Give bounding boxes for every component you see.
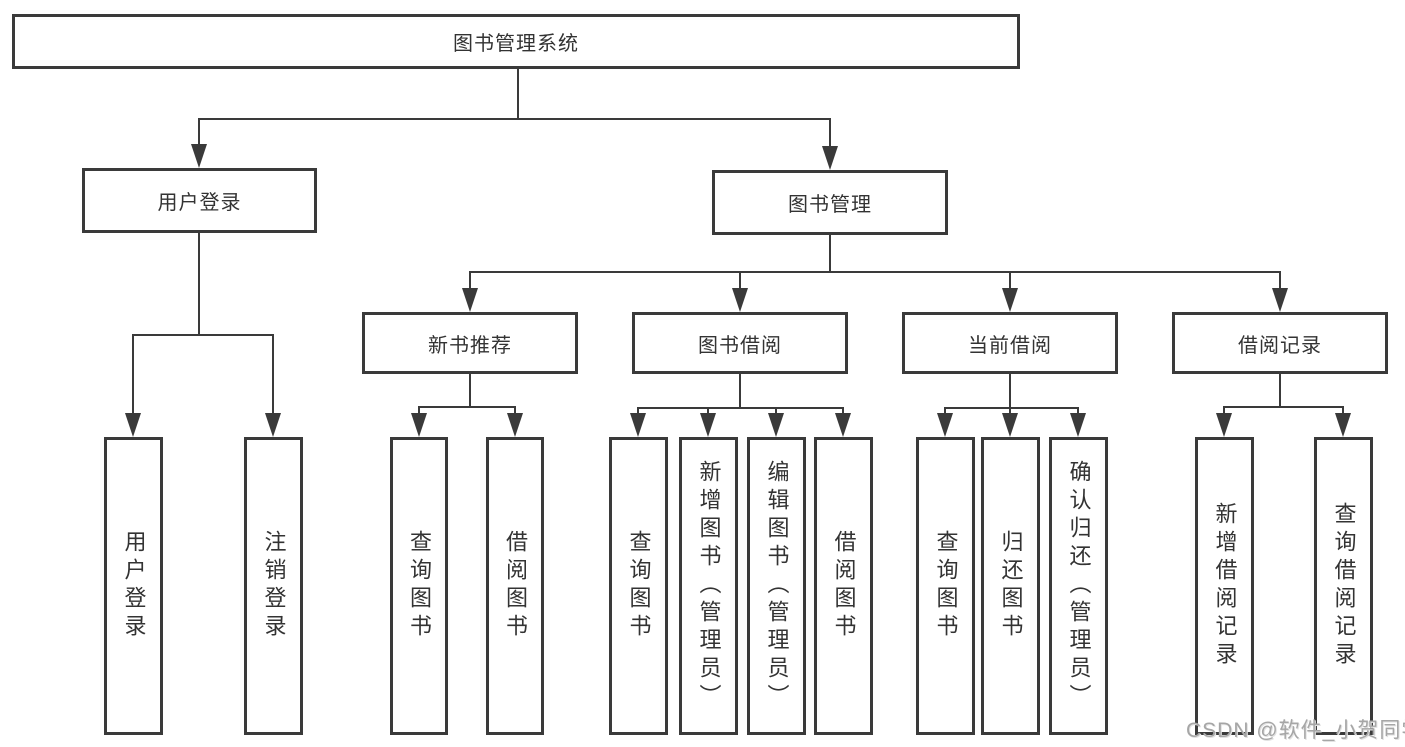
arrowhead-down-icon <box>507 413 523 437</box>
connector-line <box>198 233 200 336</box>
connector-line <box>842 407 844 417</box>
leaf-borrowing-borrow-books: 借阅图书 <box>814 437 873 735</box>
arrowhead-down-icon <box>732 288 748 312</box>
arrowhead-down-icon <box>1335 413 1351 437</box>
connector-line <box>132 334 134 416</box>
connector-line <box>469 271 1281 273</box>
connector-line <box>1009 374 1011 409</box>
leaf-borrowing-add-books-admin: 新增图书（管理员） <box>679 437 738 735</box>
node-borrowing-records: 借阅记录 <box>1172 312 1388 374</box>
leaf-recommend-query-books: 查询图书 <box>390 437 448 735</box>
connector-line <box>514 406 516 418</box>
connector-line <box>707 407 709 417</box>
connector-line <box>469 271 471 291</box>
connector-line <box>418 406 420 418</box>
arrowhead-down-icon <box>630 413 646 437</box>
leaf-current-query-books: 查询图书 <box>916 437 975 735</box>
connector-line <box>637 407 844 409</box>
connector-line <box>944 407 1079 409</box>
arrowhead-down-icon <box>1272 288 1288 312</box>
leaf-add-borrow-record: 新增借阅记录 <box>1195 437 1254 735</box>
node-user-login: 用户登录 <box>82 168 317 233</box>
arrowhead-down-icon <box>1002 288 1018 312</box>
leaf-query-borrow-record: 查询借阅记录 <box>1314 437 1373 735</box>
leaf-current-confirm-return-admin: 确认归还（管理员） <box>1049 437 1108 735</box>
leaf-recommend-borrow-books: 借阅图书 <box>486 437 544 735</box>
connector-line <box>775 407 777 417</box>
connector-line <box>272 334 274 416</box>
arrowhead-down-icon <box>822 146 838 170</box>
connector-line <box>1009 271 1011 291</box>
leaf-borrowing-query-books: 查询图书 <box>609 437 668 735</box>
arrowhead-down-icon <box>265 413 281 437</box>
connector-line <box>944 407 946 417</box>
leaf-logout: 注销登录 <box>244 437 303 735</box>
arrowhead-down-icon <box>1002 413 1018 437</box>
arrowhead-down-icon <box>700 413 716 437</box>
arrowhead-down-icon <box>462 288 478 312</box>
arrowhead-down-icon <box>411 413 427 437</box>
connector-line <box>1223 406 1344 408</box>
connector-line <box>469 374 471 408</box>
connector-line <box>418 406 516 408</box>
node-book-management: 图书管理 <box>712 170 948 235</box>
arrowhead-down-icon <box>937 413 953 437</box>
connector-line <box>739 374 741 409</box>
arrowhead-down-icon <box>191 144 207 168</box>
csdn-watermark: CSDN @软件_小贺同学 <box>1186 719 1405 742</box>
arrowhead-down-icon <box>768 413 784 437</box>
node-new-book-recommendation: 新书推荐 <box>362 312 578 374</box>
leaf-user-login: 用户登录 <box>104 437 163 735</box>
connector-line <box>739 271 741 291</box>
connector-line <box>1279 374 1281 408</box>
node-book-borrowing: 图书借阅 <box>632 312 848 374</box>
arrowhead-down-icon <box>835 413 851 437</box>
arrowhead-down-icon <box>1070 413 1086 437</box>
connector-line <box>132 334 274 336</box>
connector-line <box>198 118 831 120</box>
connector-line <box>1009 407 1011 417</box>
connector-line <box>1342 406 1344 418</box>
connector-line <box>198 118 200 148</box>
connector-line <box>637 407 639 417</box>
arrowhead-down-icon <box>125 413 141 437</box>
connector-line <box>1279 271 1281 291</box>
connector-line <box>517 68 519 120</box>
node-current-borrowing: 当前借阅 <box>902 312 1118 374</box>
connector-line <box>829 118 831 150</box>
arrowhead-down-icon <box>1216 413 1232 437</box>
connector-line <box>829 235 831 273</box>
leaf-borrowing-edit-books-admin: 编辑图书（管理员） <box>747 437 806 735</box>
leaf-current-return-books: 归还图书 <box>981 437 1040 735</box>
node-library-management-system: 图书管理系统 <box>12 14 1020 69</box>
connector-line <box>1223 406 1225 418</box>
connector-line <box>1077 407 1079 417</box>
